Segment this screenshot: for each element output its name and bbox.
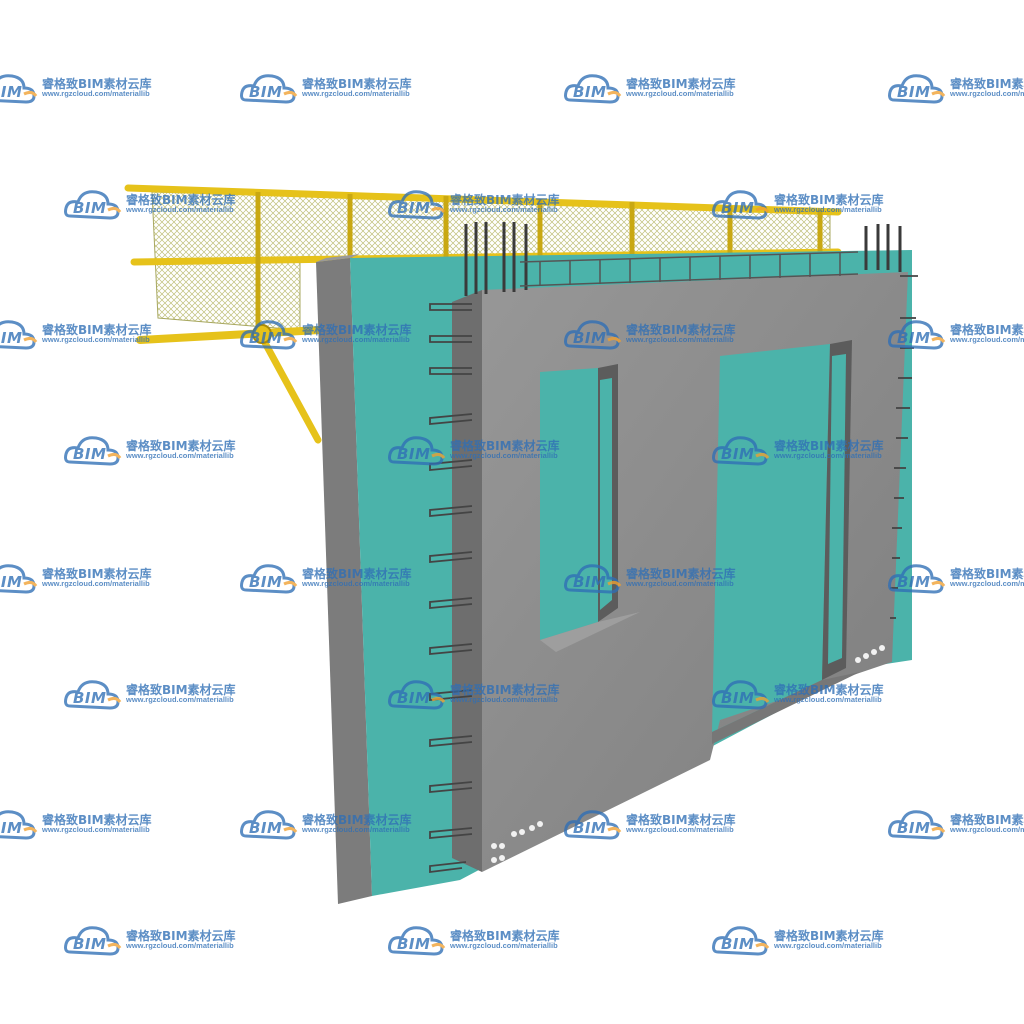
side-dowel-rebars (890, 275, 918, 619)
bottom-grout-sleeves (491, 645, 885, 863)
outer-concrete-leaf (316, 254, 372, 904)
top-rebars (464, 222, 902, 296)
top-rebar-cage (519, 251, 859, 287)
inner-concrete-leaf (452, 272, 908, 872)
side-loop-rebars (429, 303, 473, 874)
